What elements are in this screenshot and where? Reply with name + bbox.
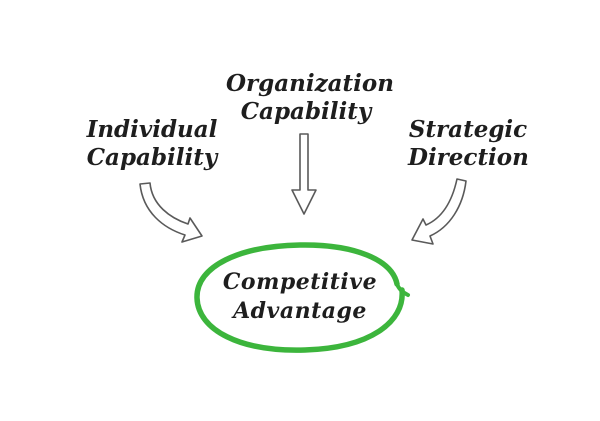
curved-arrow-left-icon [411, 178, 467, 245]
arrow-individual-to-target [139, 182, 203, 243]
ellipse-stroke-tail [395, 282, 410, 297]
target-ellipse [194, 242, 410, 353]
node-label-line1: Organization [226, 70, 394, 97]
node-label-line1: Competitive [222, 269, 378, 295]
node-organization-capability: Organization Capability [226, 70, 394, 125]
arrow-organization-to-target [291, 133, 317, 215]
node-label-line2: Capability [240, 97, 372, 125]
arrow-strategic-to-target [411, 178, 467, 245]
node-label-line2: Advantage [233, 297, 367, 324]
node-label-line1: Strategic [408, 116, 528, 143]
node-competitive-advantage: Competitive Advantage [200, 268, 400, 325]
arrow-down-icon [291, 133, 317, 215]
curved-arrow-right-icon [139, 182, 203, 243]
node-individual-capability: Individual Capability [86, 116, 218, 171]
node-label-line2: Direction [408, 143, 529, 171]
node-label-line2: Capability [86, 143, 218, 171]
node-label-line1: Individual [86, 116, 218, 143]
ellipse-stroke [194, 242, 405, 353]
node-strategic-direction: Strategic Direction [408, 116, 529, 171]
